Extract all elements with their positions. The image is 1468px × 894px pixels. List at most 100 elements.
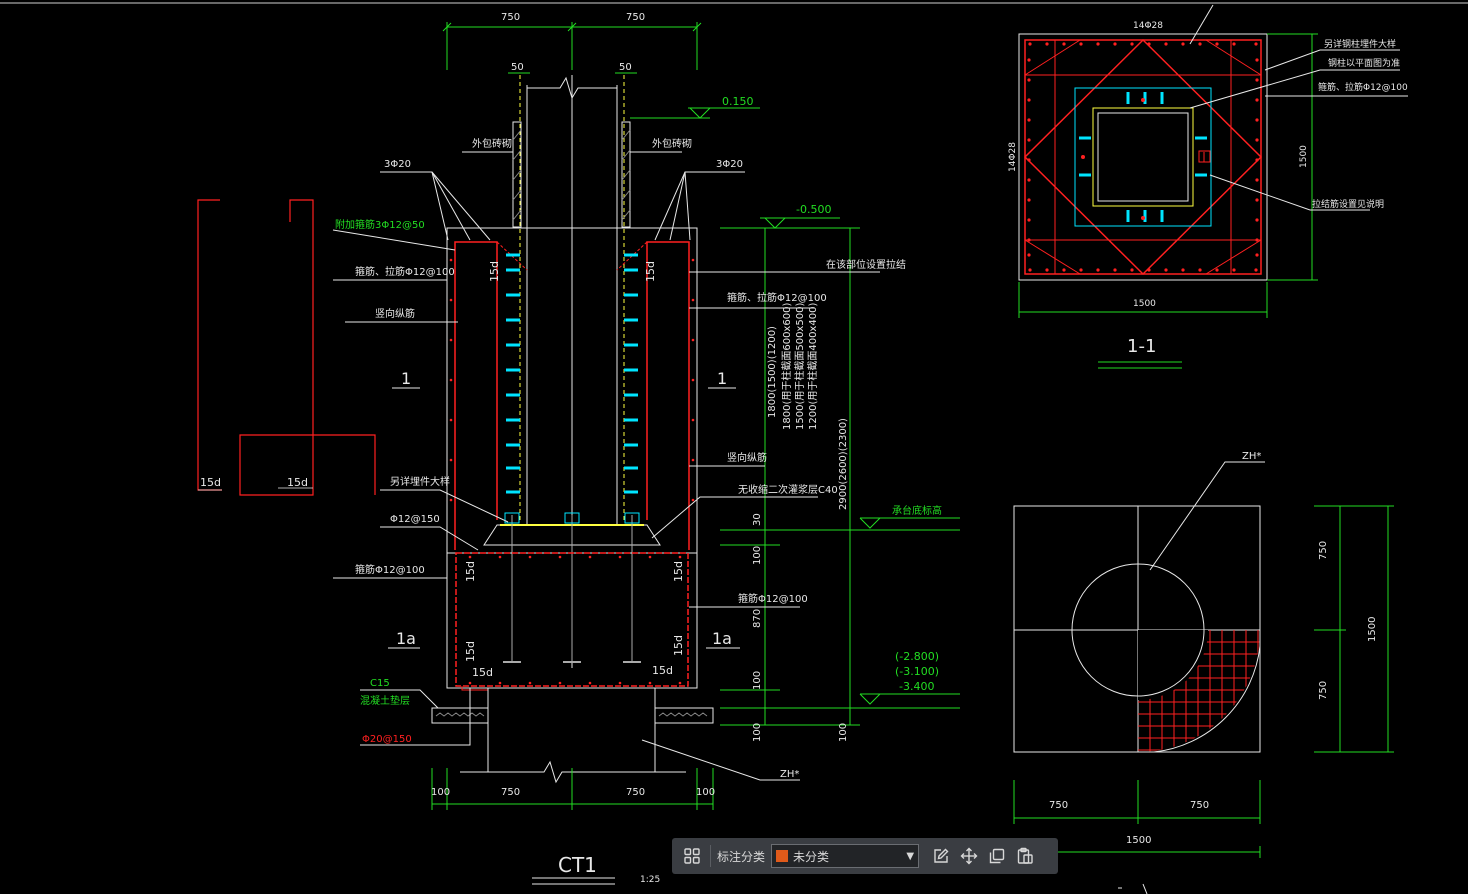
grid-icon [684, 848, 700, 864]
detail-1-1-top-bar: 14Φ28 [1133, 21, 1163, 31]
stud-marks-left [506, 253, 520, 494]
pile-vdim-bot: 750 [1318, 681, 1329, 700]
elev-bot-2: (-3.100) [895, 665, 939, 678]
dim-top-right: 750 [626, 12, 645, 23]
edit-button[interactable] [927, 842, 955, 870]
section-mark-1-left: 1 [401, 369, 411, 388]
label-outer-brick-right: 外包砖砌 [652, 137, 692, 150]
pile-vdim-total: 1500 [1367, 617, 1378, 642]
detail-1-1-dims [1018, 33, 1318, 369]
label-15d-g: 15d [472, 666, 493, 679]
detail-1-1-plan [1018, 33, 1268, 281]
dim-v-100d: 100 [838, 723, 849, 742]
detail-1-1-callout-4: 拉结筋设置见说明 [1312, 198, 1384, 210]
pile-dim-total: 1500 [1126, 835, 1151, 846]
label-15d-c: 15d [464, 561, 477, 582]
move-button[interactable] [955, 842, 983, 870]
pile-label: ZH* [1242, 451, 1261, 462]
paste-button[interactable] [1011, 842, 1039, 870]
label-3d20-right: 3Φ20 [716, 159, 743, 170]
rebar-shape-dims [198, 487, 313, 491]
detail-1-1-studs [1079, 92, 1207, 222]
label-outer-brick-left: 外包砖砌 [472, 137, 512, 150]
label-zh-section: ZH* [780, 769, 799, 780]
pile-detail-title-stub [1118, 883, 1148, 894]
label-vert-bar-right: 竖向纵筋 [727, 451, 767, 464]
bottom-dimensions [431, 768, 714, 810]
label-15d-h: 15d [652, 664, 673, 677]
annotation-toolbar: 标注分类 未分类 ▼ [672, 838, 1058, 874]
drawing-title: CT1 [558, 853, 597, 877]
rebar-dots-lower [468, 555, 682, 685]
top-dimensions [442, 22, 702, 74]
detail-1-1-title: 1-1 [1127, 336, 1156, 357]
label-d12-150: Φ12@150 [390, 514, 440, 525]
copy-button[interactable] [983, 842, 1011, 870]
dim-bot-left: 750 [501, 787, 520, 798]
label-add-stirrup: 附加箍筋3Φ12@50 [335, 218, 425, 231]
dim-bot-edge-right: 100 [696, 787, 715, 798]
dim-v-column-2: 1500(用于柱截面500x500) [793, 303, 806, 430]
dim-bot-right: 750 [626, 787, 645, 798]
dim-v-100a: 100 [752, 546, 763, 565]
detail-1-1-dim-h: 1500 [1299, 145, 1309, 168]
paste-icon [1017, 847, 1033, 864]
label-embed-left: 另详埋件大样 [390, 475, 450, 488]
label-c15: C15 [370, 678, 390, 689]
dim-wall-left: 50 [511, 62, 524, 73]
label-15d-f: 15d [672, 635, 685, 656]
dim-v-column-3: 1200(用于柱截面400x400) [806, 303, 819, 430]
label-stirrup-right: 箍筋Φ12@100 [738, 592, 808, 605]
right-vertical-dimensions [720, 217, 960, 726]
pile-dim-left: 750 [1049, 800, 1068, 811]
detail-1-1-rebar-dots [1027, 42, 1259, 272]
elevation-top [630, 107, 760, 119]
detail-1-1-dim-w: 1500 [1133, 299, 1156, 309]
label-15d-a: 15d [488, 261, 501, 282]
label-stirrup-tie-right: 箍筋、拉筋Φ12@100 [727, 291, 827, 304]
section-markers [388, 387, 740, 649]
pile-detail [1013, 461, 1265, 753]
dim-bot-edge-left: 100 [431, 787, 450, 798]
base-plate [483, 512, 661, 663]
grid-view-button[interactable] [678, 842, 706, 870]
annotation-category-select[interactable]: 未分类 ▼ [771, 844, 920, 868]
detail-1-1-callout-1: 另详钢柱埋件大样 [1324, 38, 1396, 50]
detail-1-1-leaders [1189, 4, 1408, 211]
edit-icon [934, 848, 949, 863]
toolbar-separator [710, 845, 711, 867]
dim-v-100c: 100 [752, 723, 763, 742]
label-stirrup-tie-left: 箍筋、拉筋Φ12@100 [355, 265, 455, 278]
section-mark-1a-left: 1a [396, 629, 416, 648]
dim-wall-right: 50 [619, 62, 632, 73]
move-icon [960, 847, 978, 865]
detail-1-1-callout-2: 钢柱以平面图为准 [1328, 57, 1400, 69]
label-stirrup-left: 箍筋Φ12@100 [355, 563, 425, 576]
elev-bot-1: (-2.800) [895, 650, 939, 663]
dim-top-left: 750 [501, 12, 520, 23]
section-mark-1-right: 1 [717, 369, 727, 388]
rebar-dots-upper [449, 258, 695, 502]
label-15d-e: 15d [464, 641, 477, 662]
pile-vdim-top: 750 [1318, 541, 1329, 560]
dim-v-column-1: 1800(用于柱截面600x600) [780, 303, 793, 430]
dim-v-column-0: 1800(1500)(1200) [767, 326, 778, 418]
label-d20-150: Φ20@150 [362, 734, 412, 745]
pile [431, 688, 714, 784]
label-15d-d: 15d [672, 561, 685, 582]
label-vert-bar-left: 竖向纵筋 [375, 307, 415, 320]
label-15d-shape-2: 15d [287, 476, 308, 489]
category-color-swatch [776, 850, 789, 862]
stud-marks-right [624, 253, 638, 494]
category-select-value: 未分类 [793, 849, 830, 864]
label-anchor-note: 在该部位设置拉结 [826, 258, 906, 271]
label-cap-elev: 承台底标高 [892, 504, 942, 517]
elev-bot-3: -3.400 [899, 680, 934, 693]
label-cushion: 混凝土垫层 [360, 694, 410, 707]
label-grout: 无收缩二次灌浆层C40 [738, 483, 838, 496]
detail-1-1-callout-3: 箍筋、拉筋Φ12@100 [1318, 81, 1408, 93]
annotation-category-label: 标注分类 [717, 849, 766, 864]
drawing-scale: 1:25 [640, 875, 660, 885]
dim-v-30: 30 [752, 513, 763, 526]
